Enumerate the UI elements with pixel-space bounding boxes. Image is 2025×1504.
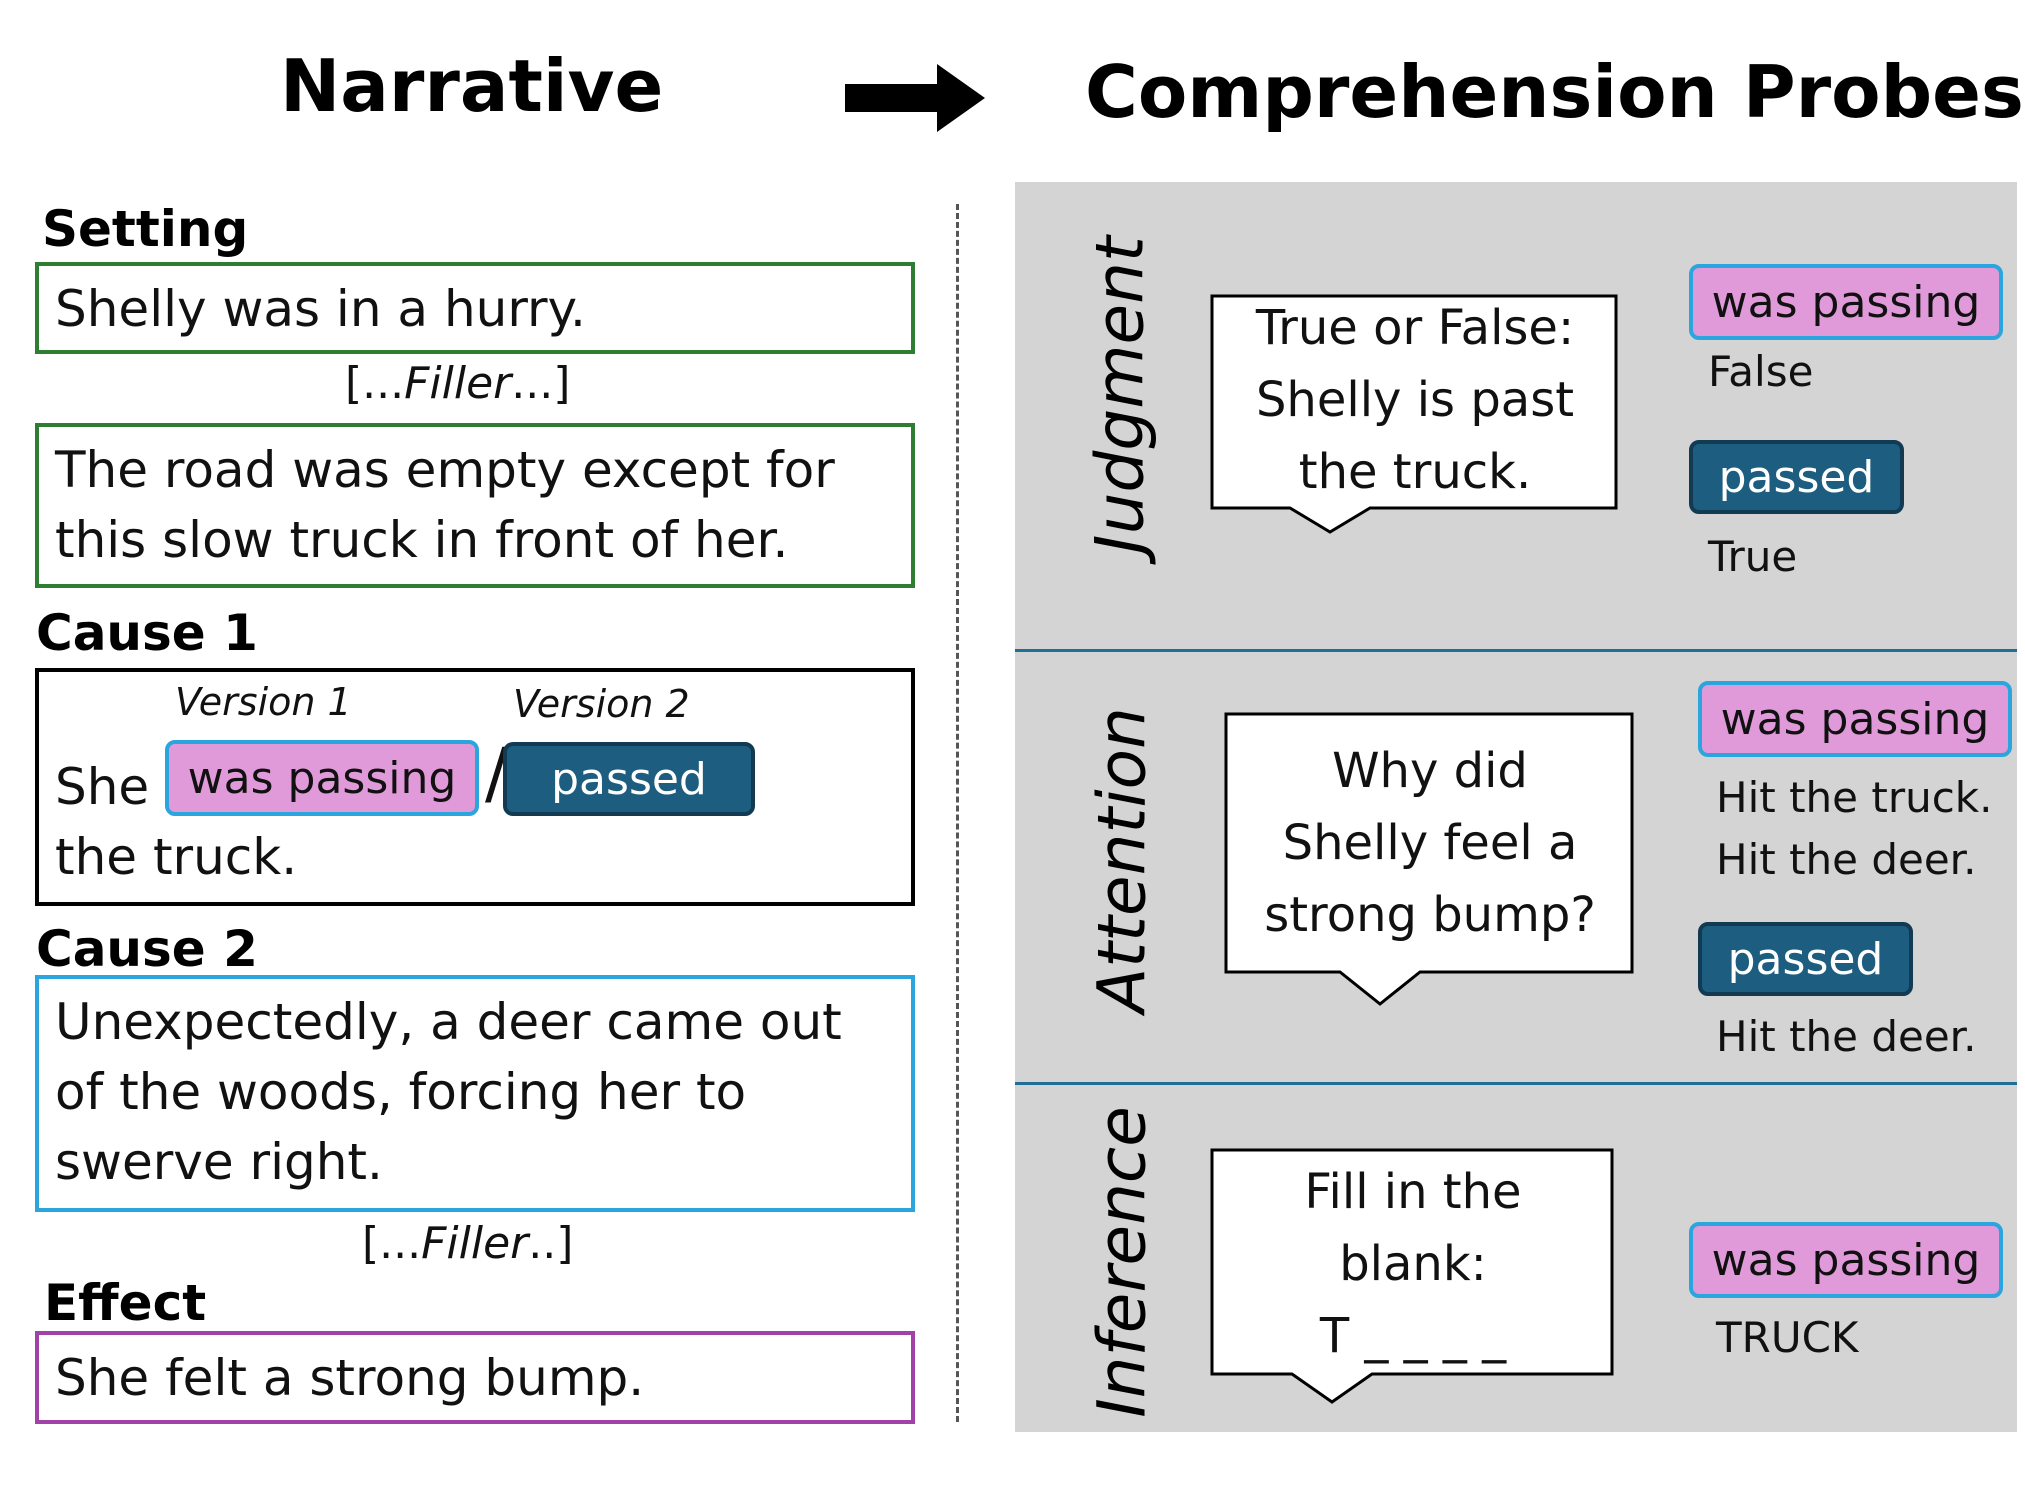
attention-version-2-chip: passed [1698, 922, 1913, 996]
effect-text: She felt a strong bump. [55, 1349, 645, 1407]
effect-label: Effect [44, 1274, 207, 1332]
version-1-label: Version 1 [175, 680, 352, 724]
version-separator: / [485, 734, 508, 813]
context-box: The road was empty except for this slow … [35, 423, 915, 588]
judgment-question-line-3: the truck. [1298, 444, 1532, 500]
attention-question-line-1: Why did [1332, 743, 1528, 799]
judgment-version-1-answer: False [1708, 347, 1814, 396]
right-arrow-icon [845, 64, 985, 132]
attention-version-1-answer-1: Hit the truck. [1716, 773, 1993, 822]
cause-1-object: the truck. [55, 828, 298, 886]
probe-divider-1 [1015, 649, 2017, 652]
inference-question-line-3: T _ _ _ _ [1319, 1308, 1507, 1364]
filler-1-close: ...] [511, 358, 571, 409]
attention-label: Attention [1083, 707, 1161, 1013]
attention-version-1-chip: was passing [1698, 681, 2012, 757]
inference-question-line-2: blank: [1339, 1236, 1487, 1292]
inference-version-1-answer: TRUCK [1716, 1313, 1859, 1362]
judgment-version-2-chip: passed [1689, 440, 1904, 514]
narrative-title: Narrative [280, 44, 664, 128]
attention-question-bubble [1224, 712, 1634, 1006]
cause-2-line-2: of the woods, forcing her to [55, 1063, 747, 1121]
attention-version-2-answer: Hit the deer. [1716, 1012, 1977, 1061]
version-2-label: Version 2 [513, 682, 690, 726]
filler-2: [...Filler..] [362, 1218, 573, 1269]
judgment-question-bubble [1210, 294, 1618, 534]
judgment-question-line-2: Shelly is past [1255, 372, 1575, 428]
setting-text: Shelly was in a hurry. [55, 280, 586, 338]
cause-2-line-3: swerve right. [55, 1133, 383, 1191]
cause-1-box: Version 1 Version 2 She was passing / pa… [35, 668, 915, 906]
cause-1-subject: She [55, 758, 150, 816]
cause-2-label: Cause 2 [36, 920, 258, 978]
filler-1-open: [... [345, 358, 405, 409]
version-2-chip: passed [503, 742, 755, 816]
setting-box: Shelly was in a hurry. [35, 262, 915, 354]
filler-2-close: ..] [528, 1218, 574, 1269]
probes-title: Comprehension Probes [1085, 50, 2024, 134]
judgment-version-2-answer: True [1708, 532, 1798, 581]
cause-1-label: Cause 1 [36, 604, 258, 662]
column-divider [956, 204, 959, 1422]
cause-2-box: Unexpectedly, a deer came out of the woo… [35, 975, 915, 1212]
judgment-question-line-1: True or False: [1255, 300, 1575, 356]
attention-version-1-answer-2: Hit the deer. [1716, 835, 1977, 884]
inference-label: Inference [1083, 1106, 1161, 1418]
inference-question-bubble [1210, 1148, 1614, 1404]
context-line-1: The road was empty except for [55, 441, 835, 499]
filler-1-word: Filler [404, 358, 512, 409]
version-1-chip: was passing [165, 740, 479, 816]
filler-1: [...Filler...] [345, 358, 570, 409]
inference-version-1-chip: was passing [1689, 1222, 2003, 1298]
filler-2-open: [... [362, 1218, 422, 1269]
inference-question-line-1: Fill in the [1304, 1164, 1522, 1220]
effect-box: She felt a strong bump. [35, 1331, 915, 1424]
cause-2-line-1: Unexpectedly, a deer came out [55, 993, 842, 1051]
probe-divider-2 [1015, 1082, 2017, 1085]
judgment-label: Judgment [1081, 236, 1159, 554]
filler-2-word: Filler [421, 1218, 529, 1269]
judgment-version-1-chip: was passing [1689, 264, 2003, 340]
context-line-2: this slow truck in front of her. [55, 511, 789, 569]
attention-question-line-2: Shelly feel a [1282, 815, 1578, 871]
attention-question-line-3: strong bump? [1264, 887, 1596, 943]
setting-label: Setting [42, 200, 249, 258]
